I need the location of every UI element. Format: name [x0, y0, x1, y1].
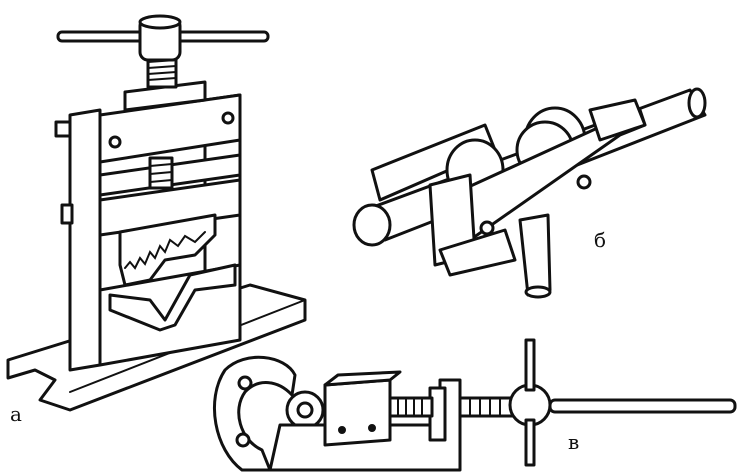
label-b: б: [594, 228, 607, 252]
label-a: а: [10, 402, 22, 426]
hinged-cutter-drawing: [212, 338, 737, 472]
label-v: в: [568, 430, 580, 454]
roller-cutter-drawing: [352, 87, 707, 299]
pipe-vise-drawing: [6, 14, 307, 412]
